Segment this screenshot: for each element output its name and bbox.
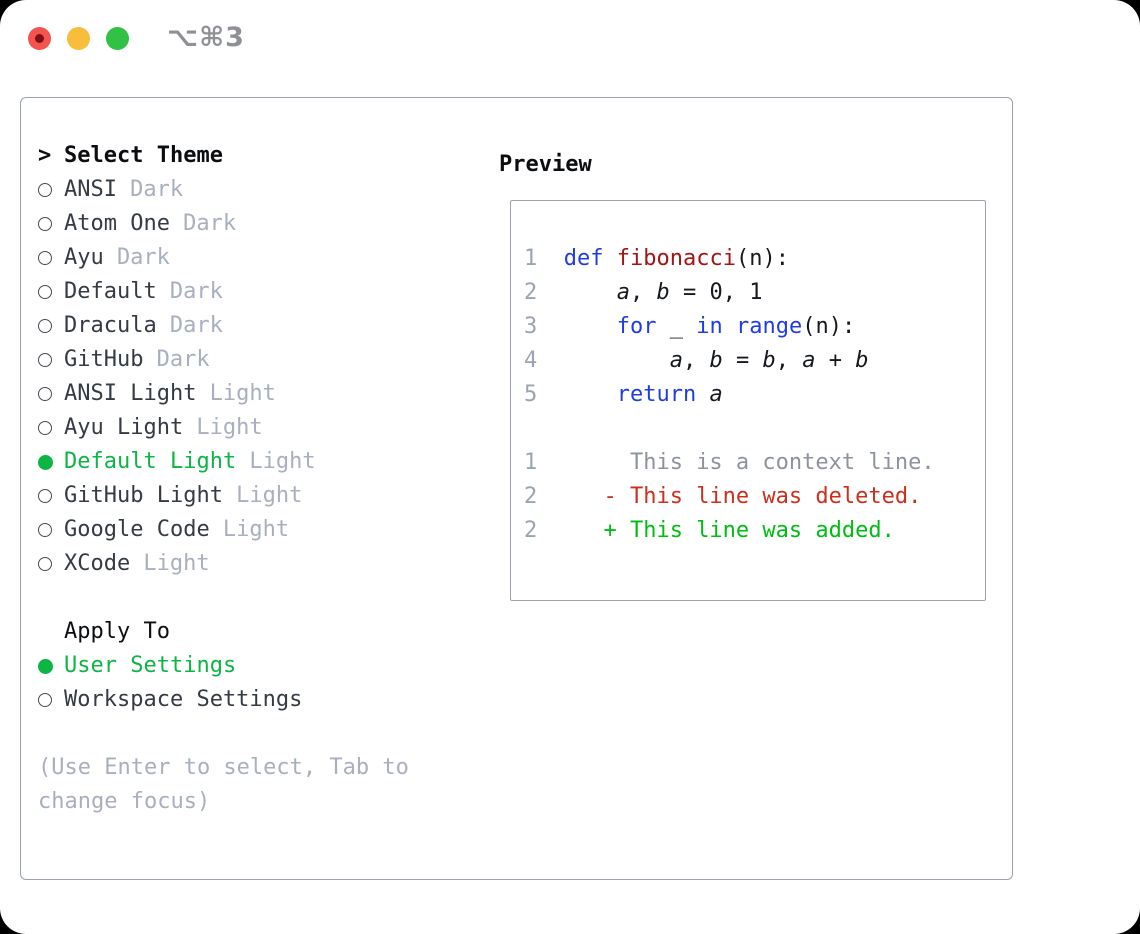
- preview-line-8: 2 - This line was deleted.: [524, 484, 922, 509]
- theme-option-default-light[interactable]: Default Light Light: [38, 445, 468, 479]
- radio-icon: [38, 693, 64, 707]
- minimize-button[interactable]: [67, 27, 90, 50]
- radio-icon: [38, 353, 64, 367]
- radio-selected-icon: [38, 658, 64, 674]
- close-button[interactable]: [28, 27, 51, 50]
- apply-option-user-settings[interactable]: User Settings: [38, 649, 468, 683]
- theme-option-ayu-light[interactable]: Ayu Light Light: [38, 411, 468, 445]
- help-hint-text: (Use Enter to select, Tab to change focu…: [38, 755, 409, 814]
- preview-line-5: 5 return a: [524, 382, 723, 407]
- preview-line-7: 1 This is a context line.: [524, 450, 935, 475]
- option-variant-tag: Light: [196, 415, 263, 440]
- theme-option-default[interactable]: Default Dark: [38, 275, 468, 309]
- option-variant-tag: Light: [222, 517, 290, 542]
- preview-line-9: 2 + This line was added.: [524, 518, 895, 543]
- theme-option-ayu[interactable]: Ayu Dark: [38, 241, 468, 275]
- radio-icon: [38, 217, 64, 231]
- radio-icon: [38, 557, 64, 571]
- option-variant-tag: Light: [236, 483, 303, 508]
- keyboard-shortcut-label: ⌥⌘3: [167, 22, 245, 53]
- window-controls: [28, 27, 129, 50]
- theme-option-google-code[interactable]: Google Code Light: [38, 513, 468, 547]
- preview-title: Preview: [499, 152, 592, 177]
- theme-option-ansi[interactable]: ANSI Dark: [38, 173, 468, 207]
- theme-option-github[interactable]: GitHub Dark: [38, 343, 468, 377]
- apply-to-title: Apply To: [64, 619, 170, 644]
- radio-selected-icon: [38, 454, 64, 470]
- preview-pane: 1 def fibonacci(n): 2 a, b = 0, 1 3 for _ …: [510, 200, 986, 601]
- radio-icon: [38, 183, 64, 197]
- theme-option-ansi-light[interactable]: ANSI Light Light: [38, 377, 468, 411]
- option-label: Default Light: [64, 449, 237, 474]
- radio-icon: [38, 387, 64, 401]
- option-variant-tag: Dark: [169, 313, 223, 338]
- option-label: ANSI: [64, 177, 117, 202]
- focus-caret-icon: >: [38, 143, 52, 168]
- zoom-button[interactable]: [106, 27, 129, 50]
- option-variant-tag: Dark: [169, 279, 223, 304]
- option-variant-tag: Dark: [130, 177, 184, 202]
- apply-to-header: Apply To: [38, 615, 468, 649]
- code-preview: 1 def fibonacci(n): 2 a, b = 0, 1 3 for _ …: [524, 242, 935, 548]
- option-label: GitHub Light: [64, 483, 223, 508]
- theme-selector-panel: [20, 97, 1013, 880]
- option-label: Default: [64, 279, 157, 304]
- option-label: Atom One: [64, 211, 170, 236]
- preview-line-3: 3 for _ in range(n):: [524, 314, 856, 339]
- spacer: [38, 581, 468, 615]
- theme-option-atom-one[interactable]: Atom One Dark: [38, 207, 468, 241]
- apply-option-workspace-settings[interactable]: Workspace Settings: [38, 683, 468, 717]
- option-label: User Settings: [64, 653, 237, 678]
- radio-icon: [38, 285, 64, 299]
- option-variant-tag: Dark: [156, 347, 210, 372]
- preview-line-1: 1 def fibonacci(n):: [524, 246, 789, 271]
- option-label: XCode: [64, 551, 131, 576]
- theme-option-xcode[interactable]: XCode Light: [38, 547, 468, 581]
- spacer: [38, 717, 468, 751]
- option-variant-tag: Dark: [116, 245, 170, 270]
- option-label: Google Code: [64, 517, 210, 542]
- option-label: Dracula: [64, 313, 157, 338]
- select-theme-title: Select Theme: [64, 143, 223, 168]
- theme-option-github-light[interactable]: GitHub Light Light: [38, 479, 468, 513]
- option-label: Workspace Settings: [64, 687, 303, 712]
- preview-line-4: 4 a, b = b, a + b: [524, 348, 869, 373]
- radio-icon: [38, 251, 64, 265]
- radio-icon: [38, 523, 64, 537]
- option-variant-tag: Light: [249, 449, 316, 474]
- theme-option-dracula[interactable]: Dracula Dark: [38, 309, 468, 343]
- radio-icon: [38, 421, 64, 435]
- radio-icon: [38, 489, 64, 503]
- option-label: Ayu: [64, 245, 104, 270]
- option-label: ANSI Light: [64, 381, 197, 406]
- option-variant-tag: Dark: [183, 211, 237, 236]
- option-variant-tag: Light: [209, 381, 276, 406]
- select-theme-header: > Select Theme: [38, 139, 468, 173]
- option-variant-tag: Light: [143, 551, 210, 576]
- option-label: Ayu Light: [64, 415, 184, 440]
- option-label: GitHub: [64, 347, 144, 372]
- preview-line-2: 2 a, b = 0, 1: [524, 280, 763, 305]
- radio-icon: [38, 319, 64, 333]
- preview-line-6: [524, 412, 935, 446]
